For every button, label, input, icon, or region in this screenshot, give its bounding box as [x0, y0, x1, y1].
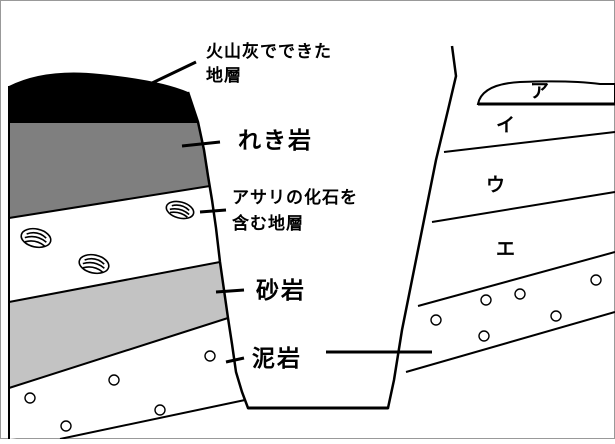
asari-layer-label-line1: アサリの化石を [232, 188, 358, 208]
asari-fossil-layer [9, 186, 220, 302]
conglomerate-label: れき岩 [238, 128, 313, 154]
right-layer-lines [405, 131, 615, 373]
pebble-icons-right [430, 274, 602, 342]
layer-e-label: エ [496, 238, 516, 260]
sandstone-layer [9, 262, 228, 388]
left-layer-lines [8, 86, 246, 440]
ash-layer-label-line1: 火山灰でできた [206, 42, 332, 62]
layer-a-label: ア [530, 80, 550, 102]
leader-lines [149, 60, 432, 364]
mudstone-layer [9, 318, 248, 439]
volcanic-ash-layer [9, 72, 198, 122]
asari-shell-icon [165, 200, 195, 220]
asari-shell-icon [78, 253, 110, 275]
valley-outline [186, 45, 458, 410]
right-top-layer [476, 80, 615, 105]
sandstone-label: 砂岩 [256, 278, 306, 304]
pebble-icons-left [24, 350, 216, 432]
ash-layer-label-line2: 地層 [206, 66, 242, 86]
asari-shell-icon [20, 227, 52, 249]
layer-i-label: イ [496, 114, 516, 136]
layer-u-label: ウ [486, 174, 506, 196]
asari-shell-icons [20, 200, 195, 275]
mudstone-label: 泥岩 [252, 346, 302, 372]
asari-layer-label-line2: 含む地層 [232, 214, 304, 234]
